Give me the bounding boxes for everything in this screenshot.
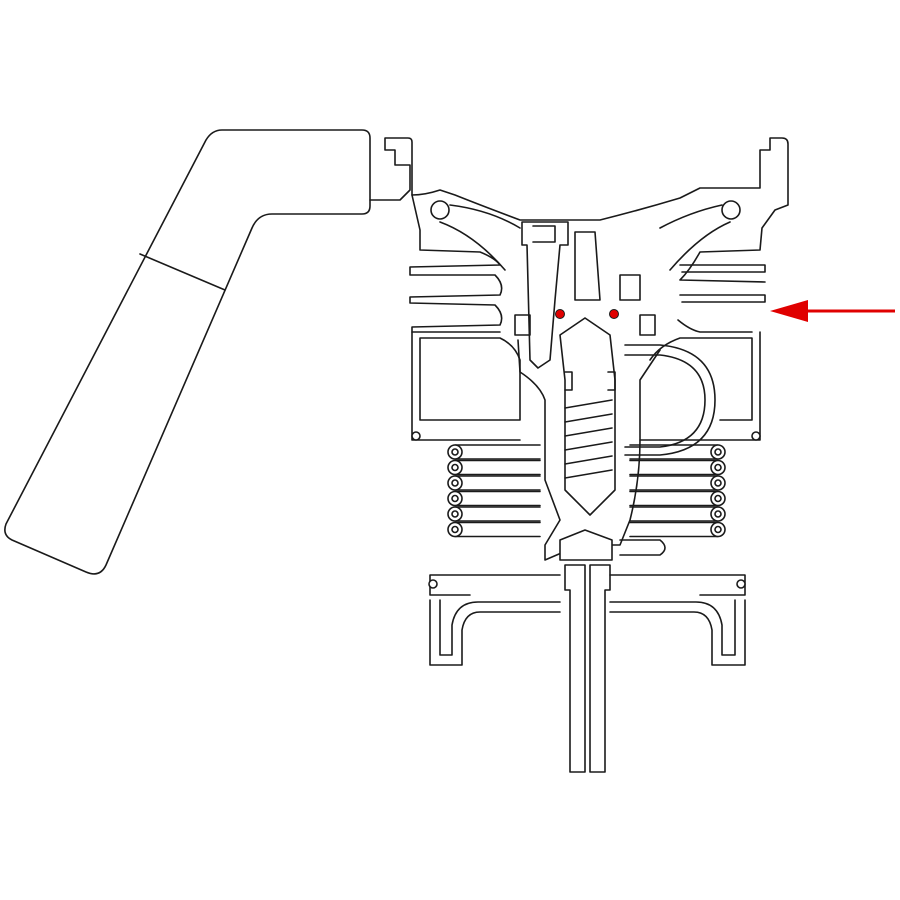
coil-tube-bore — [451, 463, 459, 472]
coil-tube-bore — [714, 525, 722, 534]
upper-housing — [369, 137, 789, 333]
o-ring-seal-left — [555, 309, 565, 319]
coil-tube-section — [710, 459, 726, 476]
chamber — [411, 331, 761, 441]
coil-tube-section — [447, 475, 463, 491]
coil-tube-section — [710, 506, 726, 522]
coil-tube-bore — [451, 525, 459, 534]
coil-tube-bore — [714, 463, 722, 472]
coil-tube-section — [710, 521, 726, 538]
coil-tube-bore — [451, 494, 459, 503]
coil-tube-bore — [451, 479, 459, 487]
coil-turn — [454, 459, 719, 476]
coil-tube-bore — [451, 448, 459, 456]
coil-tube-section — [447, 459, 463, 476]
coil-tube-bore — [451, 510, 459, 518]
o-ring-seal-right — [609, 309, 619, 319]
handle — [4, 129, 371, 575]
ball-left — [430, 200, 450, 220]
central-stem — [514, 221, 661, 773]
coil-tube-bore — [714, 510, 722, 518]
coil-turn — [454, 475, 719, 491]
coil-tube-bore — [714, 479, 722, 487]
coil-tube-section — [710, 444, 726, 460]
base — [428, 574, 746, 666]
coil-tube-section — [710, 490, 726, 507]
coil-turn — [454, 521, 719, 538]
coil-tube-bore — [714, 448, 722, 456]
bypass-tube — [619, 344, 716, 556]
cooling-coil — [447, 444, 726, 538]
coil-tube-section — [447, 521, 463, 538]
coil-turn — [454, 490, 719, 507]
coil-tube-section — [710, 475, 726, 491]
coil-turn — [454, 506, 719, 522]
coil-turn — [454, 444, 719, 460]
coil-tube-bore — [714, 494, 722, 503]
coil-tube-section — [447, 506, 463, 522]
coil-tube-section — [447, 490, 463, 507]
arrow-left-icon — [770, 300, 895, 322]
coil-tube-section — [447, 444, 463, 460]
ball-right — [721, 200, 741, 220]
